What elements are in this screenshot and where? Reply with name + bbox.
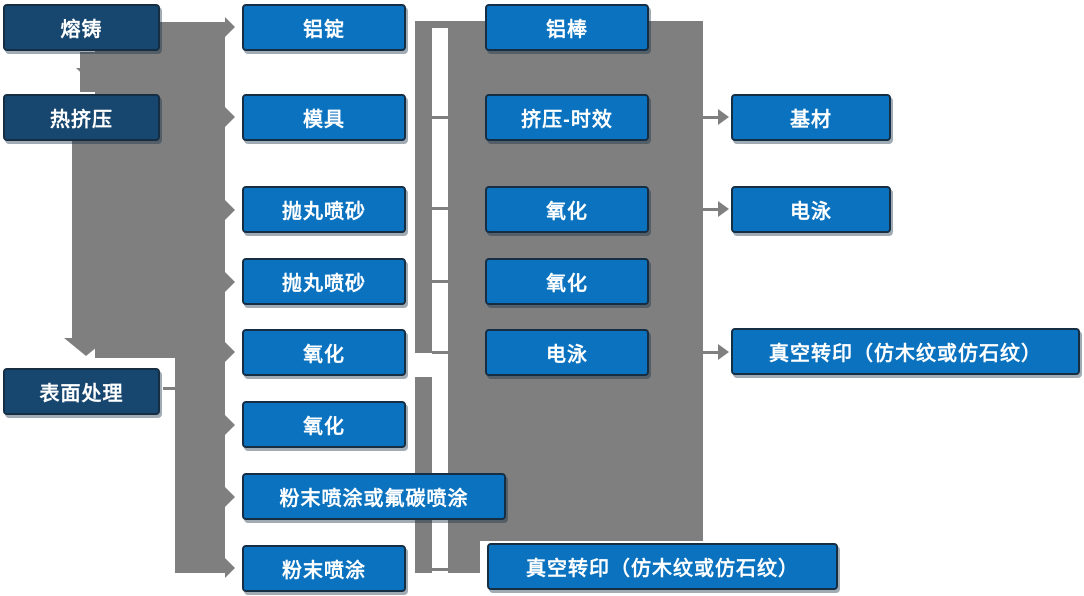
node-melting-casting: 熔铸 (3, 4, 160, 51)
connector-mid-top-link (432, 21, 448, 28)
node-label: 氧化 (303, 416, 345, 438)
connector-mid-link-row5 (432, 351, 448, 354)
node-label: 真空转印（仿木纹或仿石纹） (769, 343, 1042, 365)
node-label: 熔铸 (60, 19, 103, 41)
connector-mid-link-row4 (432, 280, 448, 283)
node-label: 抛丸喷砂 (282, 201, 366, 223)
connector-mid-bar-upper (415, 21, 432, 353)
node-label: 热挤压 (50, 109, 113, 131)
connector-big-block-tab (448, 541, 480, 573)
node-aluminum-ingot: 铝锭 (242, 4, 406, 51)
node-label: 粉末喷涂 (282, 560, 366, 582)
arrow-right-to-shot-blasting-2-icon (225, 272, 235, 292)
node-extrusion-aging: 挤压-时效 (485, 94, 649, 141)
node-label: 挤压-时效 (521, 109, 613, 131)
node-mold: 模具 (242, 94, 406, 141)
node-oxidation-3: 氧化 (485, 186, 649, 233)
connector-mid-link-row2 (432, 116, 448, 119)
node-label: 铝棒 (546, 19, 588, 41)
arrow-right-to-aluminum-ingot-icon (225, 17, 235, 37)
node-hot-extrusion: 热挤压 (3, 94, 160, 141)
connector-trunk (95, 22, 225, 358)
node-vacuum-transfer-print-1: 真空转印（仿木纹或仿石纹） (487, 543, 838, 590)
node-powder-or-fluorocarbon-coating: 粉末喷涂或氟碳喷涂 (242, 473, 506, 520)
node-label: 表面处理 (39, 383, 124, 405)
node-label: 氧化 (546, 201, 588, 223)
arrow-right-to-base-material-icon (718, 109, 729, 125)
node-label: 抛丸喷砂 (282, 273, 366, 295)
connector-mid-link-bottom (432, 568, 448, 571)
arrow-down-to-surface-treatment-icon (64, 338, 108, 356)
node-label: 电泳 (790, 201, 832, 223)
node-label: 电泳 (546, 344, 588, 366)
node-aluminum-rod: 铝棒 (485, 4, 649, 51)
node-electrophoresis-2: 电泳 (731, 186, 891, 233)
arrow-right-to-powder-fluorocarbon-icon (225, 487, 235, 507)
arrow-line-to-vacuum-transfer (703, 351, 719, 354)
arrow-right-to-electrophoresis-icon (718, 201, 729, 217)
node-oxidation-4: 氧化 (485, 258, 649, 305)
arrow-right-to-mold-icon (225, 107, 235, 127)
connector-shaft-left (72, 140, 98, 338)
node-electrophoresis-1: 电泳 (485, 329, 649, 376)
node-vacuum-transfer-print-2: 真空转印（仿木纹或仿石纹） (731, 328, 1080, 375)
arrow-line-to-electrophoresis (703, 208, 719, 211)
node-label: 氧化 (546, 273, 588, 295)
node-label: 粉末喷涂或氟碳喷涂 (279, 488, 469, 510)
arrow-down-to-hot-extrusion-icon (76, 68, 112, 85)
connector-surface-treatment-link (163, 387, 175, 390)
node-shot-blasting-1: 抛丸喷砂 (242, 186, 406, 233)
node-label: 模具 (303, 109, 345, 131)
arrow-right-to-vacuum-transfer-icon (718, 344, 729, 360)
node-powder-coating: 粉末喷涂 (242, 545, 406, 592)
connector-strip-lower (175, 358, 225, 573)
node-surface-treatment: 表面处理 (3, 368, 160, 415)
arrow-right-to-oxidation-1-icon (225, 342, 235, 362)
arrow-right-to-oxidation-2-icon (225, 415, 235, 435)
node-shot-blasting-2: 抛丸喷砂 (242, 258, 406, 305)
node-label: 铝锭 (303, 19, 345, 41)
arrow-right-to-powder-coating-icon (225, 558, 235, 578)
node-oxidation-2: 氧化 (242, 401, 406, 448)
node-oxidation-1: 氧化 (242, 329, 406, 376)
node-label: 基材 (790, 109, 832, 131)
node-label: 氧化 (303, 344, 345, 366)
arrow-line-to-base-material (703, 116, 719, 119)
node-base-material: 基材 (731, 94, 891, 141)
node-label: 真空转印（仿木纹或仿石纹） (526, 558, 799, 580)
connector-mid-link-row3 (432, 207, 448, 210)
arrow-right-to-shot-blasting-1-icon (225, 200, 235, 220)
